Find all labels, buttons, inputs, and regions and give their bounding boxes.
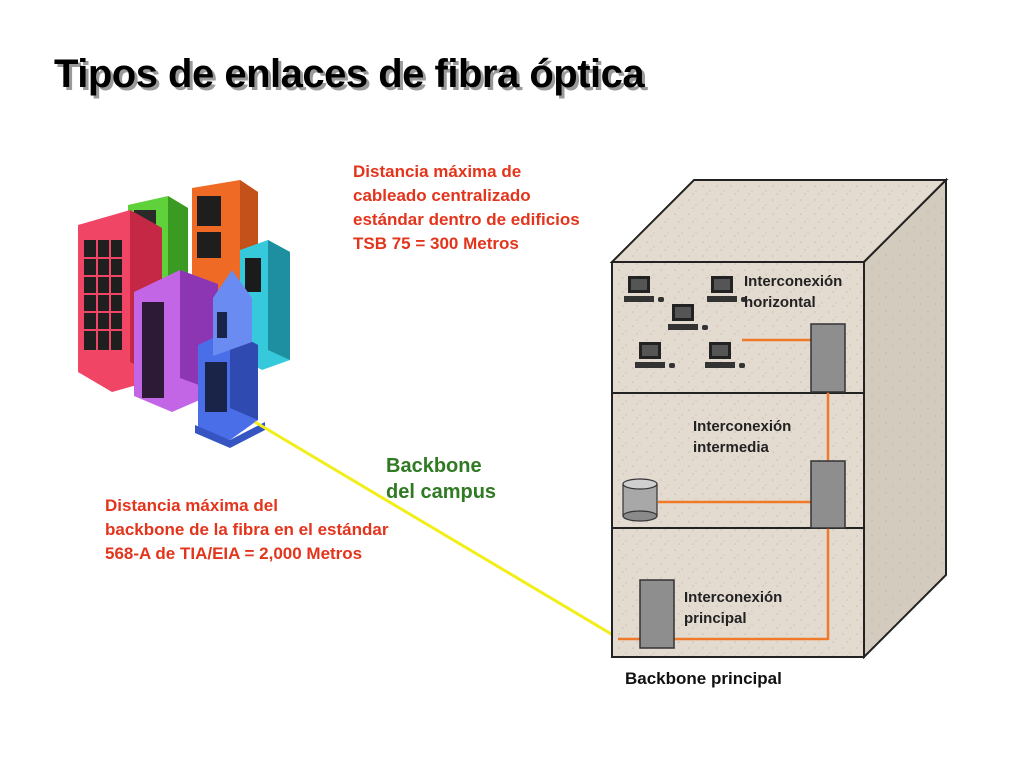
note-line: backbone de la fibra en el estándar [105,520,389,539]
label-line: del campus [386,481,497,503]
note-line: TSB 75 = 300 Metros [353,234,519,253]
centralized-cabling-note: Distancia máxima de cableado centralizad… [353,160,580,256]
note-line: Distancia máxima del [105,496,278,515]
building-fibers [618,338,830,641]
workstations [624,276,747,368]
main-backbone-label: Backbone principal [625,669,782,688]
label-horizontal-cross-connect: Interconexión horizontal [744,271,842,313]
label-line: intermedia [693,439,769,456]
campus-backbone-fiber [254,420,619,640]
note-line: cableado centralizado [353,186,531,205]
note-line: 568-A de TIA/EIA = 2,000 Metros [105,544,363,563]
label-main-cross-connect: Interconexión principal [684,587,782,629]
slide-title: Tipos de enlaces de fibra óptica [54,52,645,96]
main-cross-connect [639,579,675,649]
campus-backbone-label: Backbone del campus [386,453,496,505]
label-line: horizontal [744,294,816,311]
label-intermediate-cross-connect: Interconexión intermedia [693,416,791,458]
label-line: Interconexión [684,589,783,606]
label-line: principal [684,610,747,627]
label-line: Interconexión [693,418,792,435]
horizontal-cross-connect [810,323,846,393]
campus-backbone-note: Distancia máxima del backbone de la fibr… [105,494,388,566]
label-line: Backbone [386,455,482,477]
intermediate-cross-connect [810,460,846,529]
note-line: estándar dentro de edificios [353,210,580,229]
server-cylinder-icon [622,478,658,522]
campus-buildings-illustration [78,180,290,448]
note-line: Distancia máxima de [353,162,522,181]
label-line: Interconexión [744,273,843,290]
